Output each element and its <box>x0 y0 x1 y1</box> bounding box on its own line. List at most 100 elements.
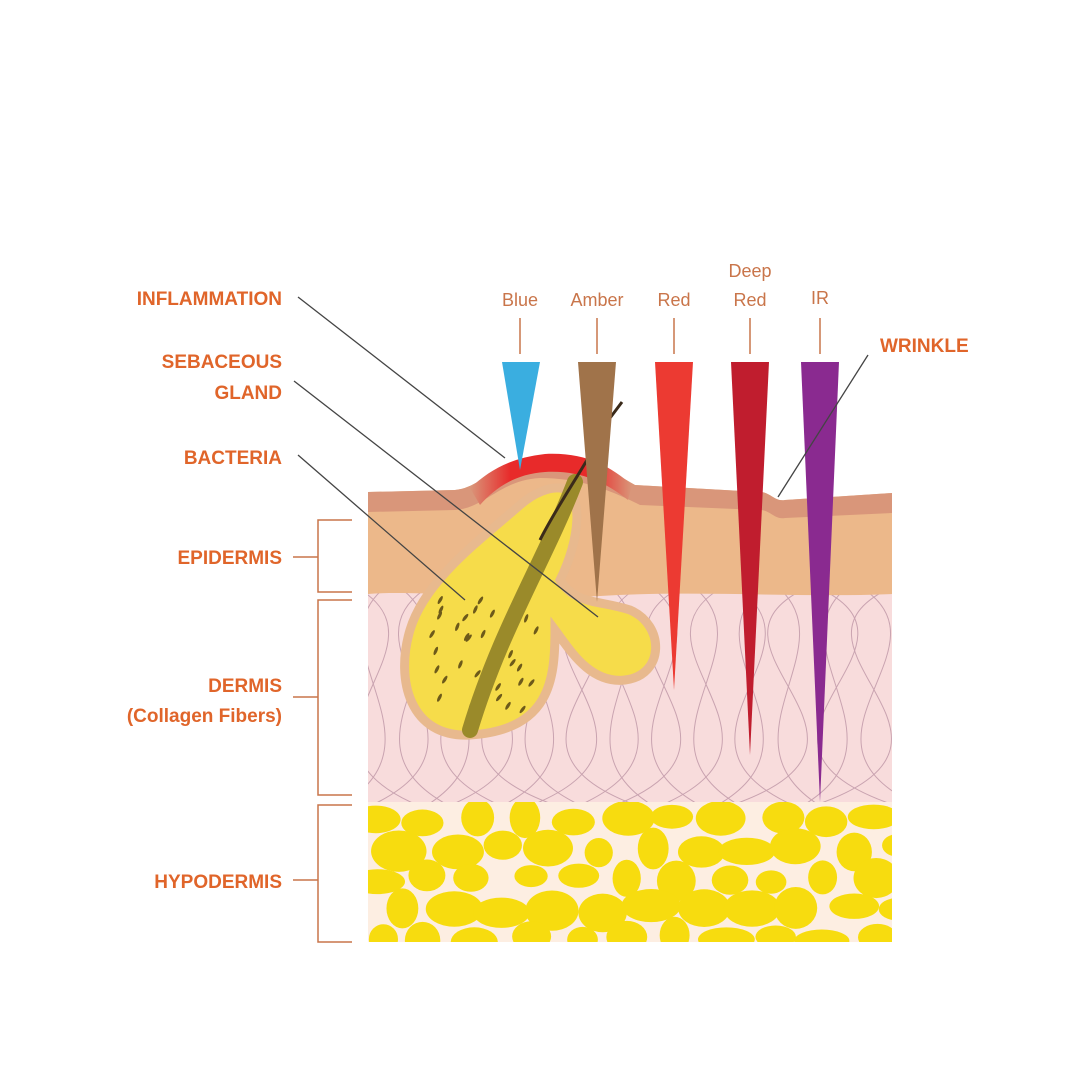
fat-cell <box>425 891 483 927</box>
ir-beam <box>801 362 839 802</box>
fat-cell <box>514 865 548 888</box>
label-dermis-sub: (Collagen Fibers) <box>127 706 282 727</box>
bacterium <box>472 605 478 614</box>
fat-cell <box>461 802 495 837</box>
bacterium <box>528 679 535 687</box>
bacterium <box>508 649 513 659</box>
fat-cell <box>578 893 627 933</box>
bacterium <box>495 693 503 702</box>
label-wrinkle: WRINKLE <box>880 336 969 357</box>
hair-follicle <box>462 474 583 738</box>
fat-cell <box>770 828 821 865</box>
label-sebaceous-1: SEBACEOUS <box>162 352 282 373</box>
fat-cell <box>408 859 446 892</box>
collagen-fiber <box>738 590 808 802</box>
label-hypodermis: HYPODERMIS <box>154 872 282 893</box>
fat-cell <box>637 827 669 870</box>
label-bacteria: BACTERIA <box>184 448 282 469</box>
bacterium <box>533 626 539 635</box>
fat-cell <box>659 916 690 942</box>
bacterium <box>489 609 495 618</box>
collagen-fiber <box>822 590 892 802</box>
label-dermis: DERMIS <box>208 676 282 697</box>
collagen-fiber <box>368 590 386 785</box>
fat-cell <box>711 865 749 895</box>
label-inflammation: INFLAMMATION <box>137 289 282 310</box>
fat-cell <box>882 834 892 856</box>
blue-beam <box>502 362 540 470</box>
collagen-fiber <box>904 590 950 805</box>
bacterium <box>495 683 501 691</box>
label-sebaceous-2: GLAND <box>214 383 282 404</box>
fat-cell <box>794 929 850 942</box>
collagen-fiber <box>666 590 723 802</box>
bacterium <box>524 614 529 623</box>
fat-cell <box>567 926 598 942</box>
fat-cell <box>584 838 613 868</box>
collagen-fiber <box>817 590 888 802</box>
wavelength-label-blue: Blue <box>502 290 538 310</box>
bacterium <box>433 646 439 656</box>
bacterium <box>436 693 442 702</box>
bacterium <box>519 705 526 714</box>
bacterium <box>434 665 440 674</box>
bacterium <box>455 622 460 632</box>
fat-cell <box>853 857 892 899</box>
wavelength-label-ir: IR <box>811 288 829 308</box>
bacterium <box>464 632 470 641</box>
fat-cell <box>551 808 595 836</box>
fat-cell <box>755 870 787 894</box>
wavelength-ticks <box>519 318 821 354</box>
amber-beam <box>578 362 616 602</box>
wavelength-label-red: Red <box>657 290 690 310</box>
fat-cell <box>558 863 600 888</box>
bacterium <box>518 677 524 686</box>
collagen-fiber <box>777 590 816 802</box>
fat-cell <box>808 860 838 895</box>
fat-cell <box>621 889 681 923</box>
fat-cell <box>404 921 441 942</box>
fat-cell <box>509 802 541 839</box>
fat-cell <box>606 920 648 942</box>
fat-cell <box>432 834 484 870</box>
fat-cell <box>401 809 444 837</box>
fat-cell <box>677 836 725 868</box>
fat-cell <box>602 802 655 836</box>
wavelength-label-deep-red-1: Deep <box>728 261 771 281</box>
fat-cell <box>656 860 696 902</box>
fat-cell <box>755 925 796 942</box>
fat-cell <box>453 863 489 892</box>
leader-lines <box>293 296 869 618</box>
bacterium <box>437 611 443 620</box>
red-beam <box>655 362 693 690</box>
fat-cell <box>371 830 427 872</box>
fat-cell <box>473 897 530 928</box>
fat-cell <box>847 804 892 830</box>
fat-cell <box>368 869 406 895</box>
fat-cell <box>612 859 641 897</box>
sebaceous-gland <box>400 483 661 740</box>
fat-cell <box>483 830 522 860</box>
collagen-fiber <box>621 590 682 802</box>
fat-cell <box>858 923 892 942</box>
wavelength-label-amber: Amber <box>570 290 623 310</box>
bacterium <box>477 596 484 605</box>
bacterium <box>429 630 435 638</box>
bacterium <box>505 701 511 710</box>
fat-cell <box>368 924 398 942</box>
collagen-fiber <box>860 590 892 792</box>
fat-cell <box>512 921 552 942</box>
label-epidermis: EPIDERMIS <box>177 548 282 569</box>
bacterium <box>437 596 443 605</box>
fat-cell <box>878 898 892 920</box>
fat-cell <box>650 804 694 829</box>
collagen-fiber <box>721 590 764 802</box>
fat-cell <box>829 893 880 919</box>
fat-cell <box>523 829 573 867</box>
fat-cell <box>678 889 731 927</box>
bacterium <box>465 634 472 642</box>
fat-cells <box>368 802 892 942</box>
layer-brackets <box>293 519 352 943</box>
fat-cell <box>774 887 818 929</box>
bacterium <box>509 659 516 667</box>
